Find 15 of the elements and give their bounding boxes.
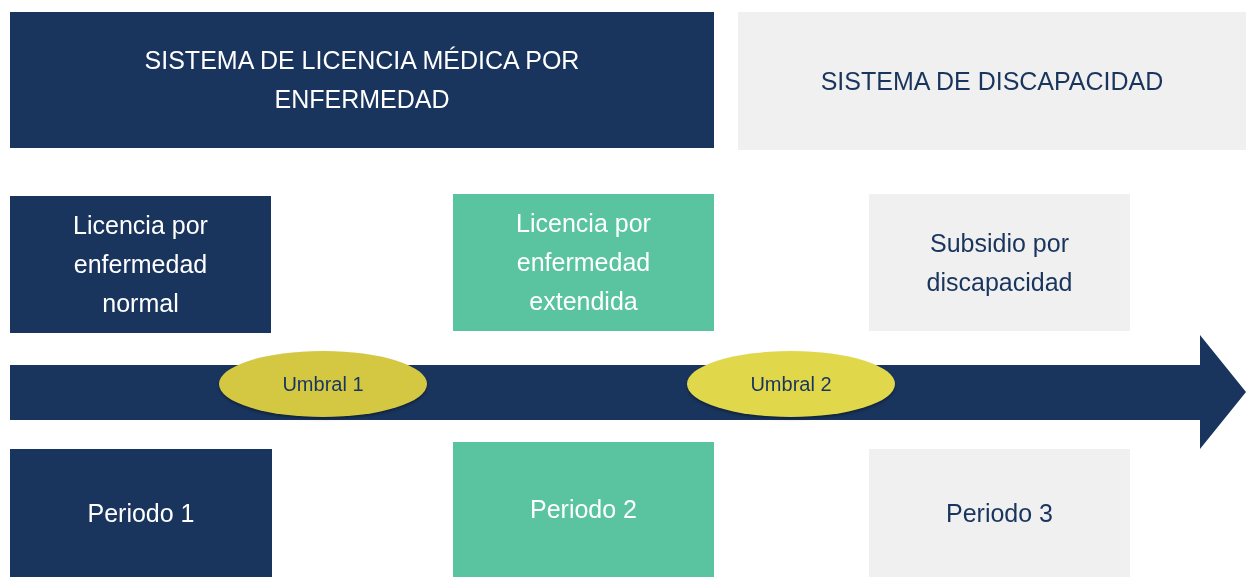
node-label: Periodo 2 [530,494,637,526]
period-box [10,449,272,577]
stage-box [453,194,714,331]
period-box [453,442,714,577]
node-label: Umbral 2 [750,371,832,397]
node-label: Periodo 1 [87,497,195,529]
header-box [10,12,714,148]
node-label: Subsidio por discapacidad [925,227,1074,298]
node-label: SISTEMA DE DISCAPACIDAD [820,65,1164,97]
node-label: SISTEMA DE LICENCIA MÉDICA POR ENFERMEDAD [143,45,581,115]
node-label: Umbral 1 [282,371,364,397]
node-label: Licencia por enfermedad normal [72,210,209,319]
node-label: Licencia por enfermedad extendida [515,208,652,317]
stage-box [10,196,271,333]
node-label: Periodo 3 [946,497,1053,529]
